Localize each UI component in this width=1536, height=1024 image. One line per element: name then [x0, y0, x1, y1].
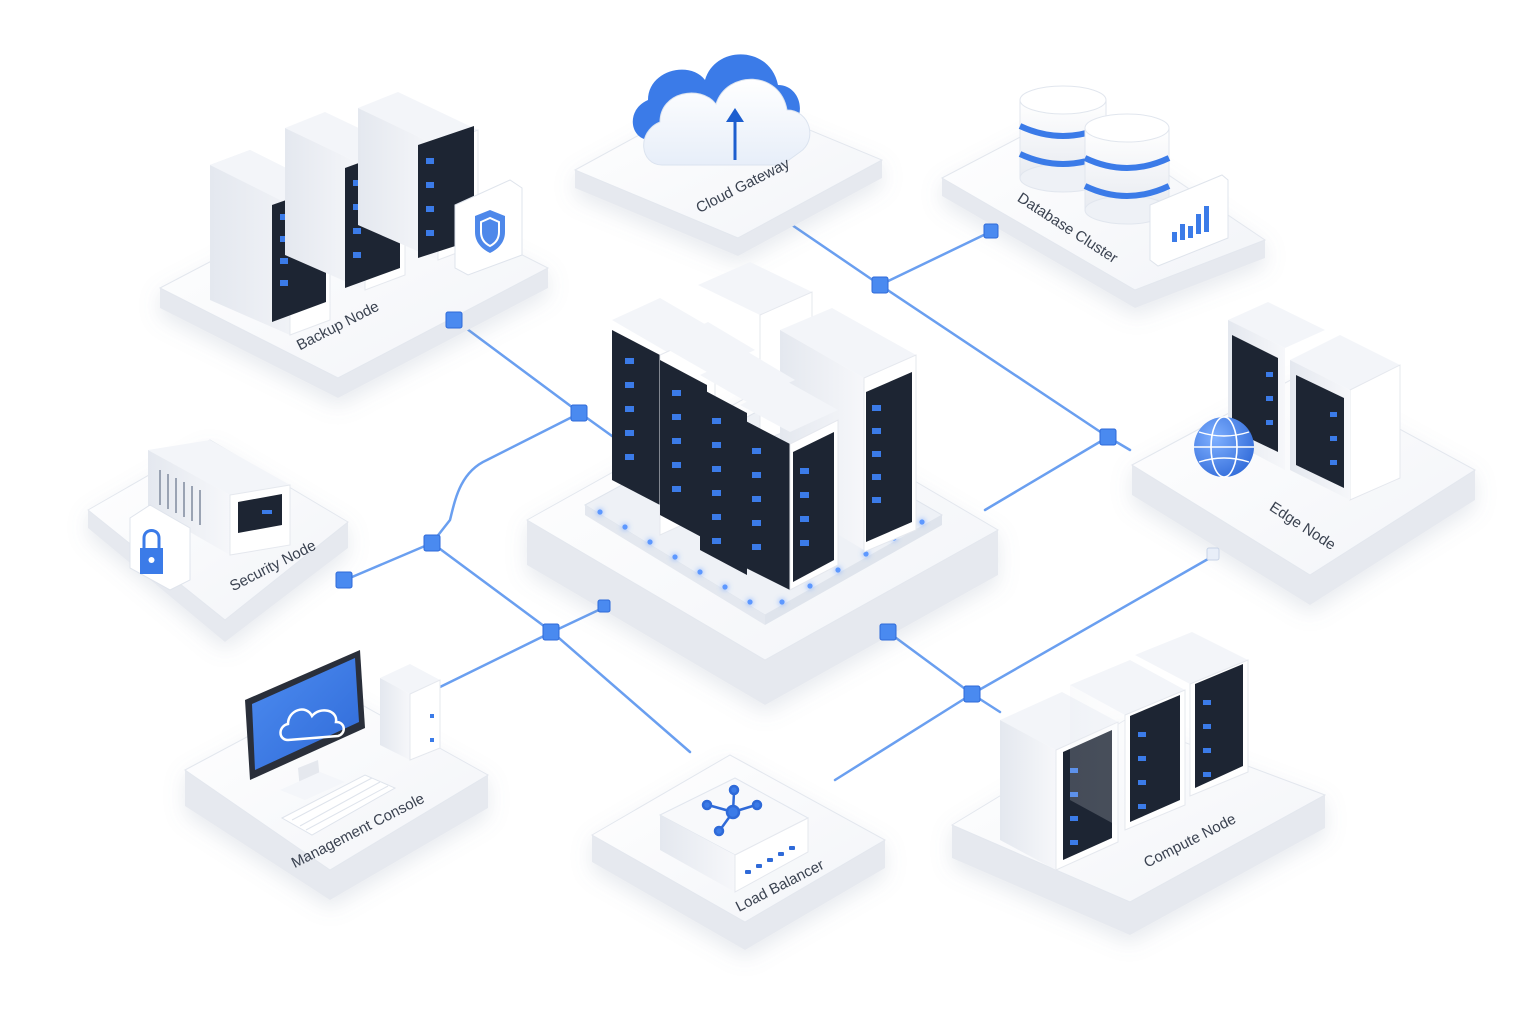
security-node[interactable]: Security Node [129, 440, 319, 595]
junction-database [983, 223, 999, 239]
junction-backup-hub [570, 404, 588, 422]
link-cloud-db [768, 208, 992, 287]
cloud-upload-icon [632, 54, 811, 166]
junction-security-hub [423, 534, 441, 552]
junction-edge [1099, 428, 1117, 446]
core-cluster[interactable] [583, 262, 944, 625]
shield-icon [454, 179, 523, 276]
connector-junctions [335, 223, 1220, 703]
junction-cloud [871, 276, 889, 294]
network-hub-icon [701, 784, 763, 837]
lock-icon [129, 504, 191, 591]
cloud-icon [279, 708, 345, 742]
junction-core-right [879, 623, 897, 641]
bar-chart-icon [1149, 174, 1229, 267]
link-mgmt-hub-core [550, 605, 607, 634]
link-sec-mgmt-hub [430, 541, 554, 634]
junction-edge-lower [1206, 547, 1220, 561]
cloud-gateway-node[interactable]: Cloud Gateway [632, 54, 811, 217]
junction-compute [963, 685, 981, 703]
link-core-compute-hub [886, 630, 974, 696]
computer-tower-icon [380, 664, 441, 761]
junction-backup [445, 311, 463, 329]
junction-management [542, 623, 560, 641]
backup-node[interactable]: Backup Node [210, 92, 523, 354]
link-compute-edge [970, 553, 1217, 696]
link-compute-lb [833, 692, 974, 782]
junction-security [335, 571, 353, 589]
link-cloud-edge [878, 283, 1110, 439]
link-edge-core [983, 435, 1110, 512]
link-backup-hub [453, 318, 582, 415]
monitor-icon [245, 650, 365, 800]
junction-core-left [597, 599, 611, 613]
link-load-balancer [550, 630, 692, 754]
link-hub-security [430, 411, 582, 545]
database-icon [1018, 85, 1171, 225]
globe-icon [1194, 416, 1254, 478]
database-cluster-node[interactable]: Database Cluster [1014, 85, 1229, 267]
link-security [343, 541, 434, 582]
keyboard-icon [280, 774, 397, 836]
link-mgmt-console [436, 630, 554, 690]
